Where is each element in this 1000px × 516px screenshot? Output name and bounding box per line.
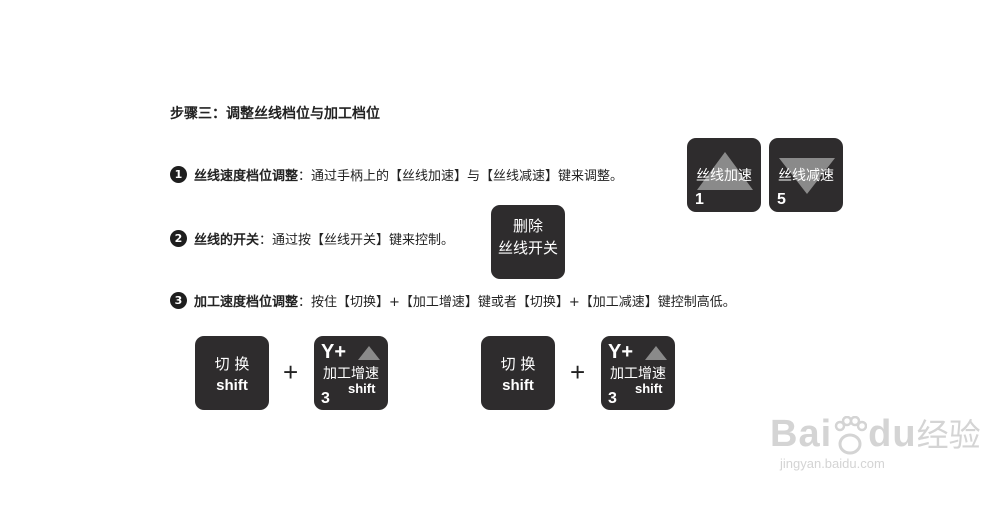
step-1: 1 丝线速度档位调整 ：通过手柄上的【丝线加速】与【丝线减速】键来调整。 <box>170 165 623 184</box>
switch-key-right: 切 换 shift <box>481 336 555 410</box>
triangle-up-icon <box>697 152 753 190</box>
switch-key-left: 切 换 shift <box>195 336 269 410</box>
feed-up-key-left-label: 加工增速 <box>323 366 379 382</box>
triangle-down-icon <box>779 158 835 194</box>
wire-speed-up-label: 丝线加速 <box>696 168 752 184</box>
feed-up-key-right-shift: shift <box>635 381 663 396</box>
step-3-text: ：按住【切换】+【加工增速】键或者【切换】+【加工减速】键控制高低。 <box>298 295 736 310</box>
wire-speed-down-label: 丝线减速 <box>778 168 834 184</box>
baidu-watermark: Bai du 经验 jingyan.baidu.com <box>770 410 981 471</box>
switch-key-right-shift: shift <box>502 377 534 394</box>
step-1-text: ：通过手柄上的【丝线加速】与【丝线减速】键来调整。 <box>298 169 624 184</box>
step-3: 3 加工速度档位调整 ：按住【切换】+【加工增速】键或者【切换】+【加工减速】键… <box>170 291 736 310</box>
watermark-url: jingyan.baidu.com <box>780 456 885 471</box>
wire-toggle-key: 删除 丝线开关 <box>491 205 565 279</box>
wire-speed-down-number: 5 <box>777 191 786 208</box>
triangle-up-icon <box>358 346 380 360</box>
wire-speed-up-number: 1 <box>695 191 704 208</box>
switch-key-left-shift: shift <box>216 377 248 394</box>
feed-up-key-left-axis: Y+ <box>321 341 347 363</box>
wire-speed-up-key: 丝线加速 1 <box>687 138 761 212</box>
step-2-heading: 丝线的开关 <box>194 233 260 248</box>
page-title: 步骤三：调整丝线档位与加工档位 <box>170 106 380 122</box>
step-2: 2 丝线的开关 ：通过按【丝线开关】键来控制。 <box>170 229 454 248</box>
plus-sign-right: + <box>570 357 586 387</box>
feed-up-key-right-number: 3 <box>608 390 617 407</box>
step-1-heading: 丝线速度档位调整 <box>194 169 299 184</box>
wire-toggle-line2: 丝线开关 <box>497 239 558 257</box>
step-number-2: 2 <box>170 230 187 247</box>
triangle-up-icon <box>645 346 667 360</box>
plus-sign-left: + <box>283 357 299 387</box>
watermark-logo-bai: Bai <box>770 413 833 455</box>
switch-key-left-label: 切 换 <box>214 355 250 373</box>
feed-up-key-left-shift: shift <box>348 381 376 396</box>
feed-up-key-left-number: 3 <box>321 390 330 407</box>
paw-icon <box>834 416 868 455</box>
switch-key-right-label: 切 换 <box>500 355 536 373</box>
feed-up-key-right-axis: Y+ <box>608 341 634 363</box>
watermark-jingyan: 经验 <box>916 416 981 454</box>
step-3-heading: 加工速度档位调整 <box>194 295 299 310</box>
watermark-logo-du: du <box>868 413 917 455</box>
wire-speed-down-key: 丝线减速 5 <box>769 138 843 212</box>
step-number-1: 1 <box>170 166 187 183</box>
step-number-3: 3 <box>170 292 187 309</box>
wire-toggle-line1: 删除 <box>512 217 543 235</box>
step-2-text: ：通过按【丝线开关】键来控制。 <box>259 233 455 248</box>
feed-up-key-right-label: 加工增速 <box>610 366 666 382</box>
feed-up-key-right: Y+ 加工增速 shift 3 <box>601 336 675 410</box>
feed-up-key-left: Y+ 加工增速 shift 3 <box>314 336 388 410</box>
